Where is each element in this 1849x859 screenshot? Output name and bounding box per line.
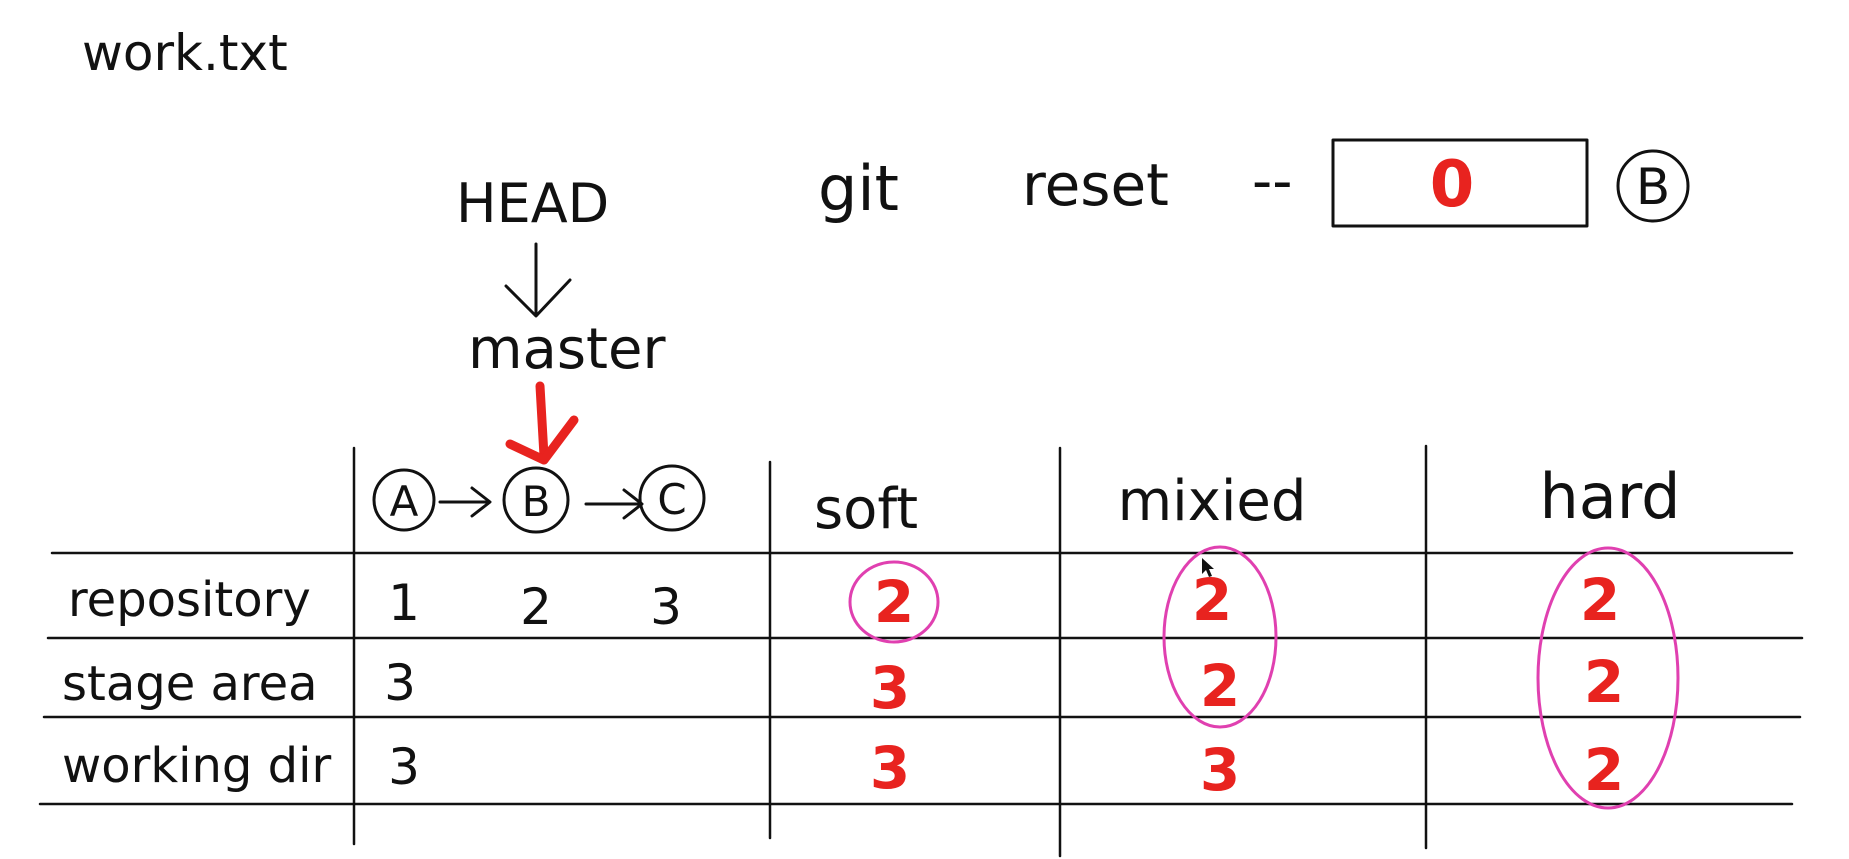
branch-arrow xyxy=(505,381,579,465)
branch-pointer: master xyxy=(468,317,666,382)
mixed-working-dir-value: 3 xyxy=(1200,736,1240,804)
commit-a-value: 1 xyxy=(388,574,420,632)
column-header-hard: hard xyxy=(1539,460,1680,533)
row-label-working-dir: working dir xyxy=(62,738,331,794)
commit-arrow xyxy=(584,488,644,520)
head-arrow xyxy=(504,242,572,318)
commit-c-value: 3 xyxy=(650,578,682,636)
option-placeholder: 0 xyxy=(1430,148,1475,222)
hard-working-dir-value: 2 xyxy=(1584,736,1624,804)
command-git: git xyxy=(818,152,899,225)
hard-changed-highlight xyxy=(1536,546,1680,810)
commit-a-circle xyxy=(372,468,436,532)
column-header-mixed: mixied xyxy=(1118,469,1307,534)
commit-a-label: A xyxy=(390,477,419,526)
commit-b-label: B xyxy=(522,477,551,526)
table-grid xyxy=(38,444,1804,858)
commit-c-circle xyxy=(638,464,706,532)
reset-command: git reset -- 0 B xyxy=(818,138,1690,228)
commit-b-circle xyxy=(502,466,570,534)
mouse-cursor-icon xyxy=(1202,558,1214,577)
working-dir-initial: 3 xyxy=(388,738,420,796)
option-box xyxy=(1331,138,1589,228)
command-dashes: -- xyxy=(1252,149,1292,214)
soft-stage-area-value: 3 xyxy=(870,654,910,722)
file-name: work.txt xyxy=(82,24,288,82)
commit-chain: A B C xyxy=(372,464,706,534)
mixed-repository-value: 2 xyxy=(1192,566,1232,634)
target-commit-label: B xyxy=(1636,158,1670,216)
mixed-stage-area-value: 2 xyxy=(1200,652,1240,720)
column-header-soft: soft xyxy=(814,477,918,542)
commit-b-value: 2 xyxy=(520,578,552,636)
commit-arrow xyxy=(438,486,492,518)
soft-working-dir-value: 3 xyxy=(870,734,910,802)
row-label-repository: repository xyxy=(68,572,311,628)
row-label-stage-area: stage area xyxy=(62,656,318,712)
target-commit-circle xyxy=(1616,149,1690,223)
soft-repository-value: 2 xyxy=(874,568,914,636)
soft-repository-highlight xyxy=(848,560,940,644)
stage-area-initial: 3 xyxy=(384,654,416,712)
commit-c-label: C xyxy=(657,475,686,524)
head-pointer: HEAD xyxy=(456,172,609,235)
command-reset: reset xyxy=(1022,151,1169,219)
mixed-changed-highlight xyxy=(1162,545,1278,729)
hard-repository-value: 2 xyxy=(1580,566,1620,634)
hard-stage-area-value: 2 xyxy=(1584,648,1624,716)
